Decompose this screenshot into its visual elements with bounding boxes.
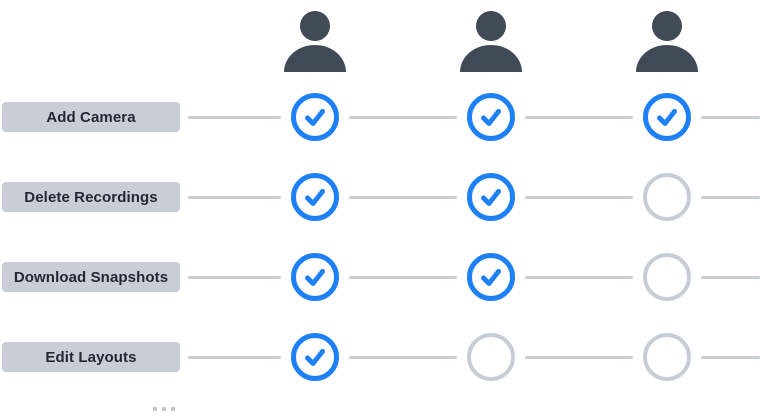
connector-line [349, 196, 457, 199]
permission-label: Download Snapshots [13, 268, 169, 286]
check-icon [305, 349, 325, 366]
connector-line [701, 196, 760, 199]
permission-label-pill: Delete Recordings [2, 182, 180, 212]
permission-cell[interactable] [467, 93, 515, 141]
check-icon [481, 269, 501, 286]
permission-cell[interactable] [467, 253, 515, 301]
connector-line [701, 276, 760, 279]
user-icon-head [652, 11, 682, 41]
connector-line [349, 116, 457, 119]
permission-cell[interactable] [291, 93, 339, 141]
connector-line [701, 116, 760, 119]
permission-cell[interactable] [643, 333, 691, 381]
permission-cell[interactable] [291, 253, 339, 301]
permission-cell[interactable] [643, 253, 691, 301]
more-rows-indicator [153, 407, 175, 411]
permission-cell[interactable] [291, 173, 339, 221]
user-icon [284, 11, 346, 72]
check-icon [305, 109, 325, 126]
user-icon [636, 11, 698, 72]
connector-line [188, 196, 281, 199]
permission-label: Edit Layouts [45, 348, 137, 366]
connector-line [525, 356, 633, 359]
user-icon-torso [460, 45, 522, 72]
connector-line [701, 356, 760, 359]
permission-label-pill: Download Snapshots [2, 262, 180, 292]
connector-line [525, 116, 633, 119]
permission-label: Delete Recordings [24, 188, 158, 206]
check-icon [305, 189, 325, 206]
permission-cell[interactable] [643, 93, 691, 141]
ellipsis-dot [153, 407, 157, 411]
ellipsis-dot [171, 407, 175, 411]
permission-cell[interactable] [467, 173, 515, 221]
user-icon-head [476, 11, 506, 41]
permission-cell[interactable] [643, 173, 691, 221]
check-icon [657, 109, 677, 126]
connector-line [525, 276, 633, 279]
connector-line [349, 356, 457, 359]
ellipsis-dot [162, 407, 166, 411]
user-icon [460, 11, 522, 72]
connector-line [525, 196, 633, 199]
permission-label-pill: Add Camera [2, 102, 180, 132]
permission-cell[interactable] [291, 333, 339, 381]
user-icon-head [300, 11, 330, 41]
permission-label: Add Camera [46, 108, 136, 126]
connector-line [188, 276, 281, 279]
user-icon-torso [636, 45, 698, 72]
permission-cell[interactable] [467, 333, 515, 381]
permission-label-pill: Edit Layouts [2, 342, 180, 372]
check-icon [305, 269, 325, 286]
connector-line [188, 116, 281, 119]
check-icon [481, 109, 501, 126]
connector-line [188, 356, 281, 359]
check-icon [481, 189, 501, 206]
user-icon-torso [284, 45, 346, 72]
connector-line [349, 276, 457, 279]
